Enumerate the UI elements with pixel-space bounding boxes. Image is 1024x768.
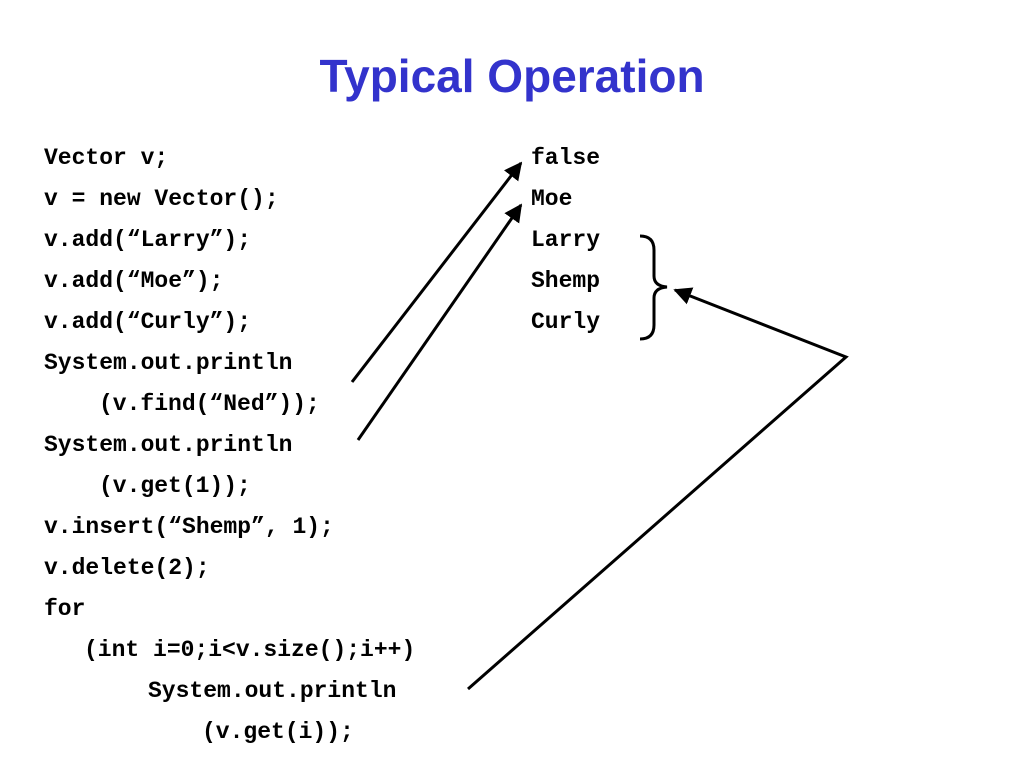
output-line: Moe <box>531 186 573 212</box>
code-line: Vector v; <box>44 145 169 171</box>
code-line: v.delete(2); <box>44 555 210 581</box>
code-line: v = new Vector(); <box>44 186 279 212</box>
code-line: (v.get(i)); <box>202 719 354 745</box>
output-line: false <box>531 145 601 171</box>
output-line: Curly <box>531 309 601 335</box>
program-output: false Moe Larry Shemp Curly <box>531 138 600 343</box>
code-listing: Vector v; v = new Vector(); v.add(“Larry… <box>44 138 415 753</box>
code-line: for <box>44 596 86 622</box>
slide-title: Typical Operation <box>319 50 705 102</box>
code-line: System.out.println <box>44 432 293 458</box>
output-line: Shemp <box>531 268 601 294</box>
code-line: v.add(“Curly”); <box>44 309 252 335</box>
code-line: v.add(“Larry”); <box>44 227 252 253</box>
code-line: System.out.println <box>148 678 397 704</box>
code-line: v.add(“Moe”); <box>44 268 224 294</box>
curly-brace-icon <box>639 234 668 341</box>
code-line: (int i=0;i<v.size();i++) <box>84 637 416 663</box>
code-line: (v.find(“Ned”)); <box>99 391 320 417</box>
code-line: (v.get(1)); <box>99 473 251 499</box>
code-line: v.insert(“Shemp”, 1); <box>44 514 334 540</box>
arrow-loop-to-brace <box>467 287 849 691</box>
output-line: Larry <box>531 227 601 253</box>
code-line: System.out.println <box>44 350 293 376</box>
